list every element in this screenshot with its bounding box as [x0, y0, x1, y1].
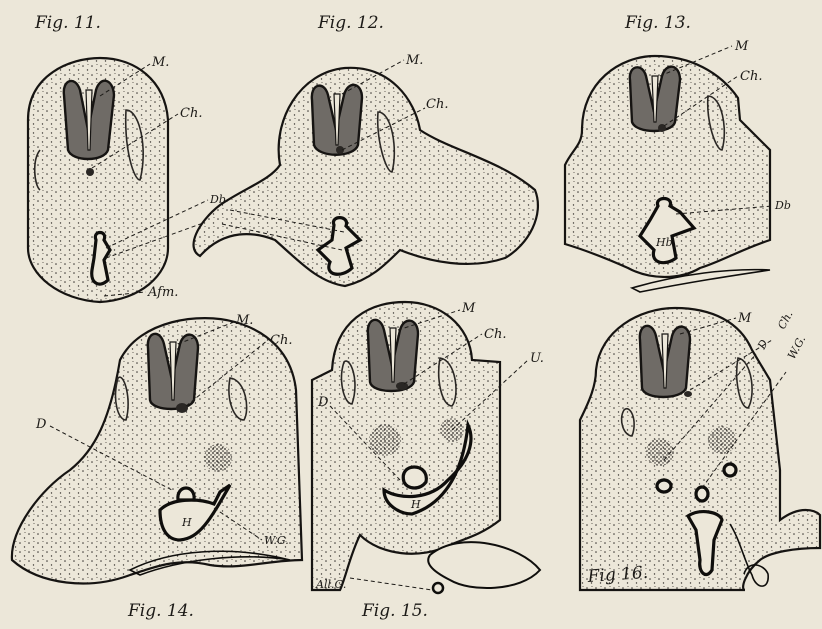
fig16-label-m: M: [737, 311, 752, 326]
fig11-label-ch: Ch.: [180, 106, 202, 121]
figure-12: Fig. 12. M. Ch.: [194, 13, 538, 286]
fig15-title: Fig. 15.: [361, 601, 428, 621]
fig15-label-ch: Ch.: [484, 327, 506, 342]
fig14-title: Fig. 14.: [127, 601, 194, 621]
fig11-label-afm: Afm.: [147, 285, 178, 300]
fig15-label-u: U.: [530, 351, 544, 366]
fig12-label-m: M.: [405, 53, 423, 68]
fig13-label-m: M: [734, 39, 749, 54]
fig15-allantois-duct: [433, 583, 443, 593]
fig13-title: Fig. 13.: [624, 13, 691, 33]
fig12-label-ch: Ch.: [426, 97, 448, 112]
fig12-title: Fig. 12.: [317, 13, 384, 33]
fig16-cluster-right: [708, 426, 736, 454]
fig13-label-db: Db: [774, 199, 791, 212]
fig16-title: Fig 16.: [586, 563, 649, 587]
fig11-chorda: [86, 168, 94, 176]
fig14-label-m: M.: [235, 313, 253, 328]
figure-15: M Ch. U. D H All.G. Fig. 15.: [312, 301, 544, 621]
fig16-aorta-left: [657, 480, 671, 492]
fig14-label-d: D: [35, 417, 47, 432]
figure-16: M Ch. D W.G. Fig 16.: [580, 308, 820, 590]
fig15-allantois: [428, 542, 540, 588]
fig11-label-m: M.: [151, 55, 169, 70]
figure-14: M. Ch. D H W.G. Fig. 14.: [12, 313, 302, 621]
fig13-label-ch: Ch.: [740, 69, 762, 84]
fig14-label-h: H: [181, 516, 192, 529]
fig14-label-ch: Ch.: [270, 333, 292, 348]
fig16-label-ch: Ch.: [775, 309, 795, 332]
fig15-leader-allg: [350, 578, 432, 590]
fig15-cluster-left: [369, 424, 401, 456]
fig15-label-h: H: [410, 498, 421, 511]
fig15-label-d: D: [317, 395, 329, 410]
fig14-label-wg: W.G.: [264, 534, 289, 547]
fig16-gut: [696, 487, 708, 501]
fig12-section-outline: [194, 68, 538, 286]
fig15-label-m: M: [461, 301, 476, 316]
fig16-label-wg: W.G.: [785, 333, 808, 361]
fig15-chorda: [396, 382, 408, 390]
figure-11: Fig. 11. M. Ch. Db Hb Afm.: [28, 13, 226, 302]
fig16-aorta-right: [724, 464, 736, 476]
fig15-heart-inner: [403, 467, 426, 488]
fig14-chorda: [176, 403, 188, 413]
fig16-cluster-left: [646, 438, 674, 466]
fig14-heart-inner: [178, 488, 194, 500]
fig15-label-allg: All.G.: [315, 578, 346, 591]
figure-13: Fig. 13. M Ch. Db Hb: [565, 13, 791, 292]
fig16-chorda: [684, 391, 692, 397]
fig13-label-hb: Hb: [655, 236, 673, 249]
fig14-cluster: [204, 444, 232, 472]
fig16-label-d: D: [755, 337, 771, 352]
fig11-title: Fig. 11.: [34, 13, 101, 33]
